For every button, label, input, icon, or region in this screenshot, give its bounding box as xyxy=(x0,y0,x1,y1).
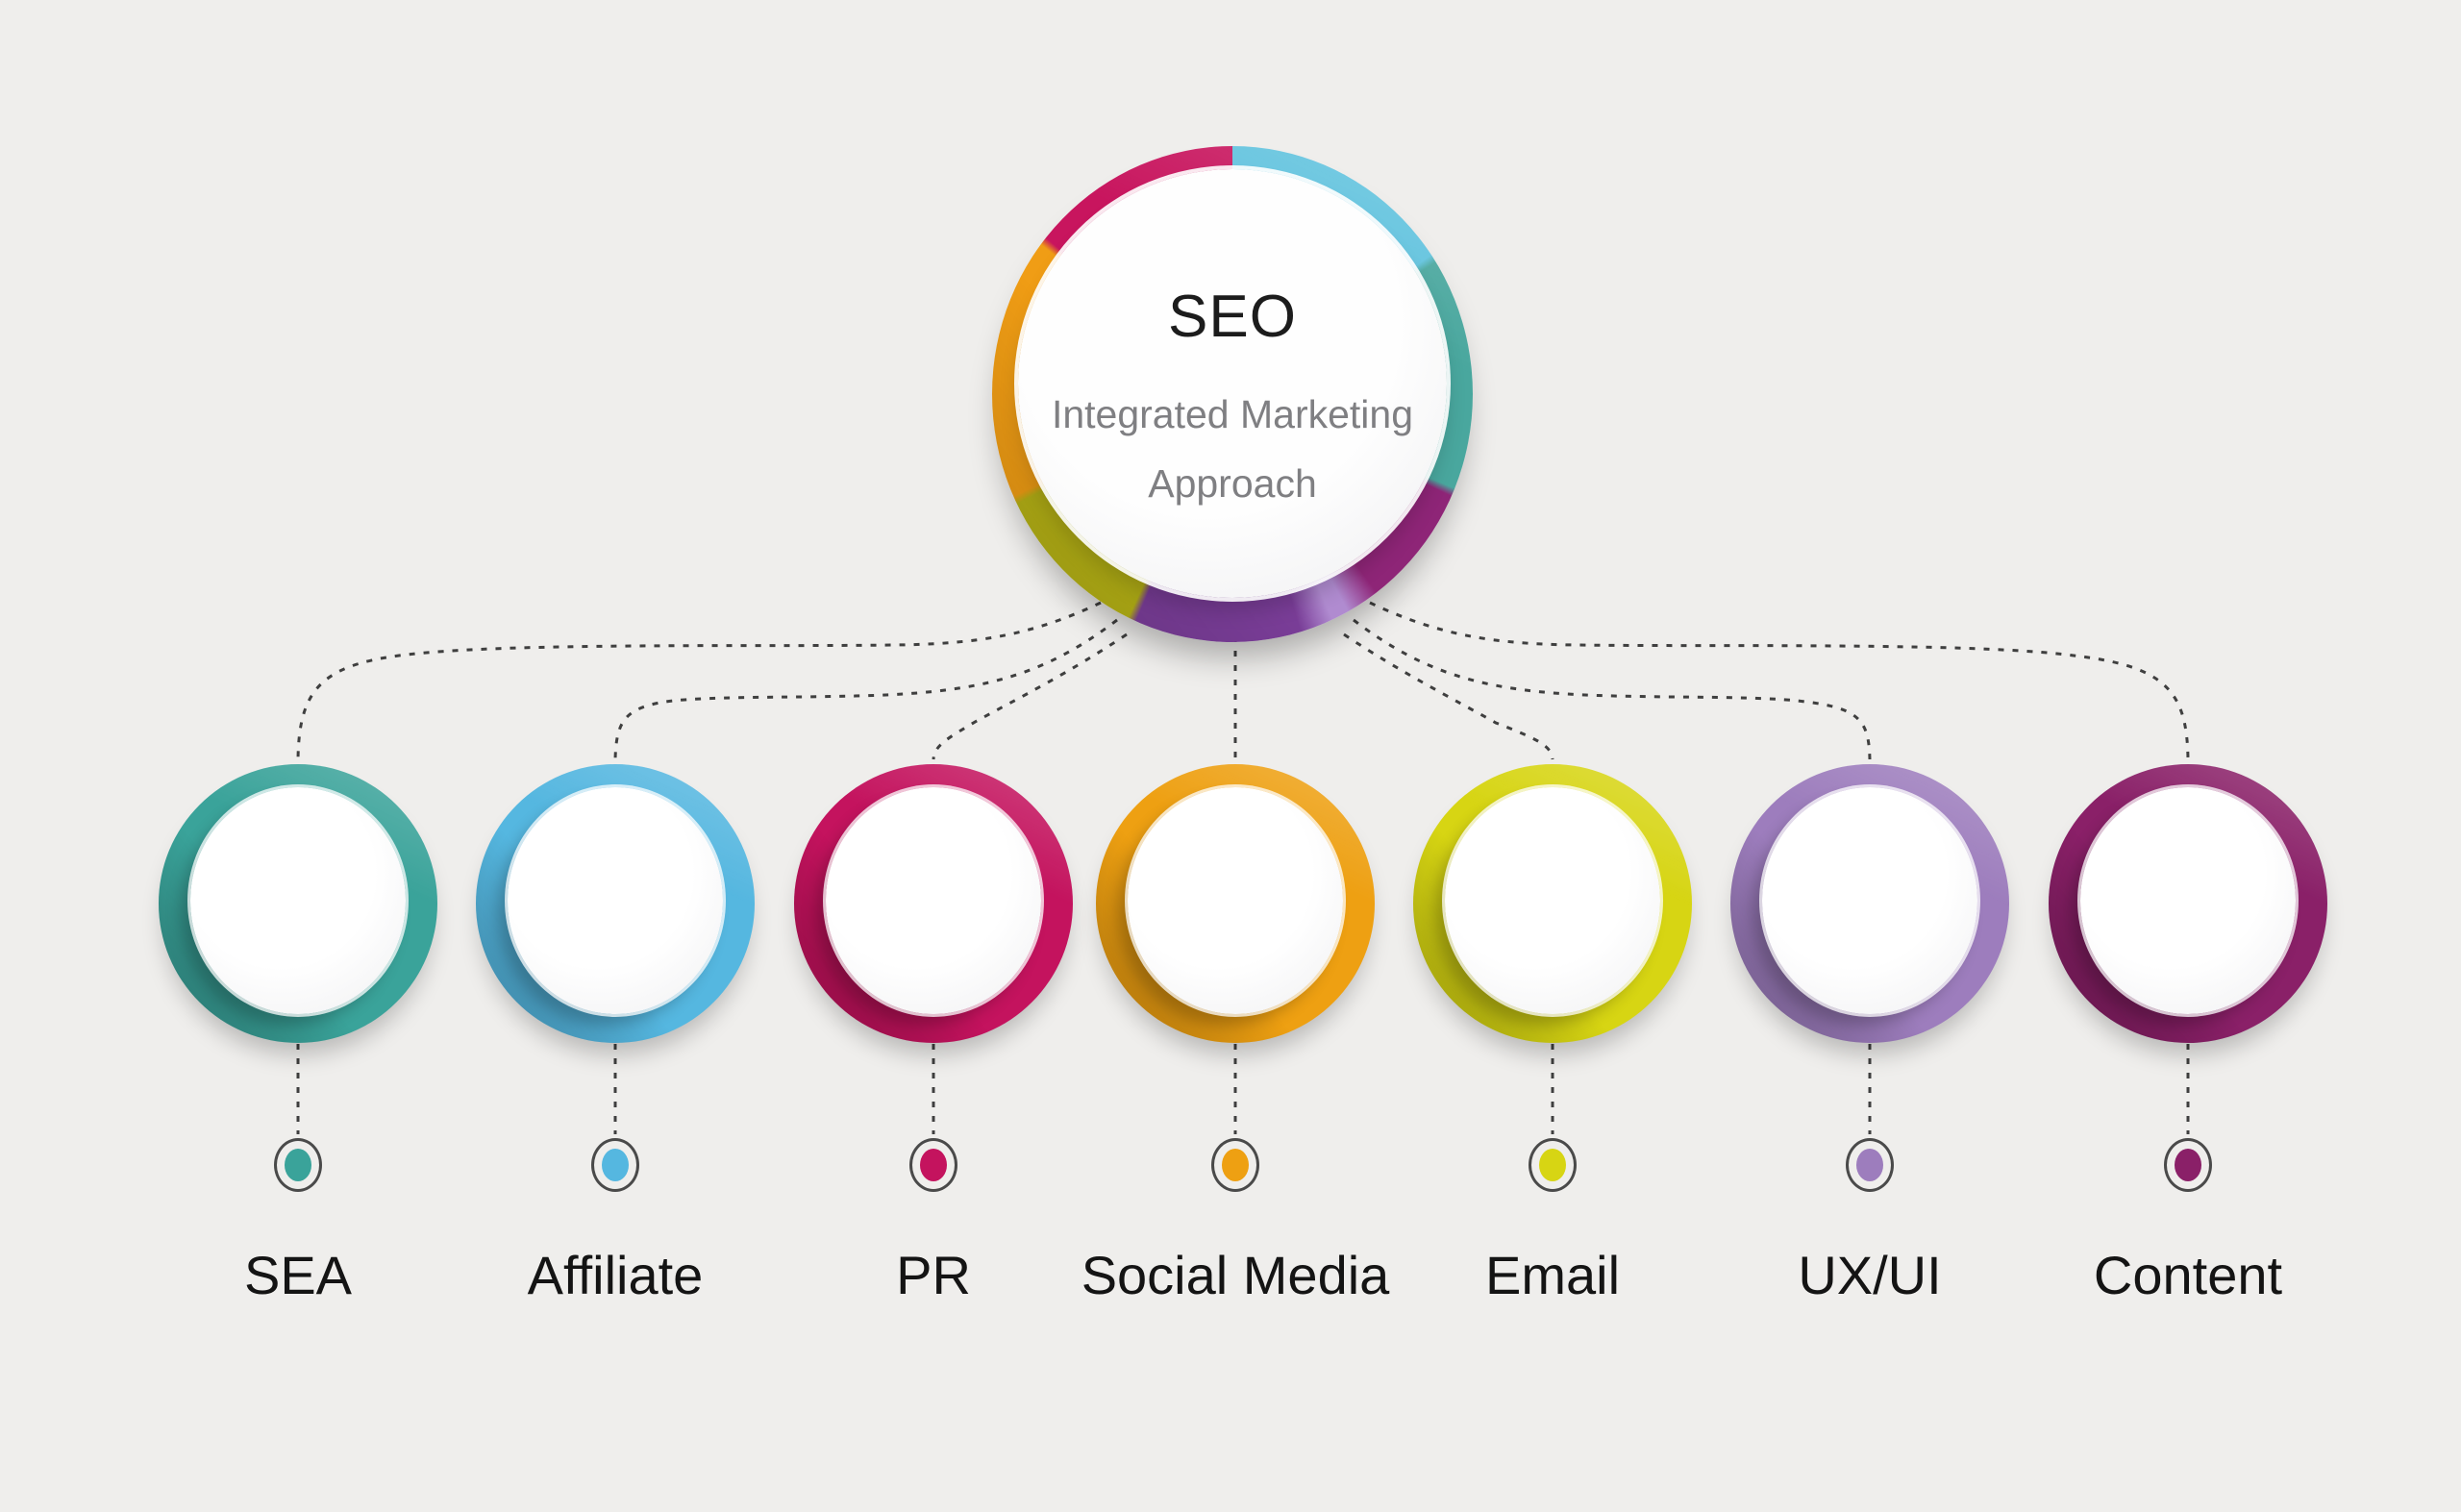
channel-inner-circle xyxy=(1762,787,1977,1014)
hub-node: SEO Integrated Marketing Approach xyxy=(992,146,1473,642)
channel-marker-dot-core xyxy=(602,1149,629,1181)
channel-node: Social Media xyxy=(1077,764,1394,1379)
channel-label: PR xyxy=(896,1245,971,1305)
channel-node: Content xyxy=(2029,764,2347,1379)
connector-curve xyxy=(613,618,1118,760)
channel-inner-circle xyxy=(508,787,723,1014)
hub-inner-circle: SEO Integrated Marketing Approach xyxy=(1018,169,1447,598)
channel-inner-circle xyxy=(2080,787,2296,1014)
channel-node: SEA xyxy=(139,764,457,1379)
channel-label: UX/UI xyxy=(1798,1245,1942,1305)
channel-node: UX/UI xyxy=(1711,764,2028,1379)
connector-curve xyxy=(296,601,1102,760)
channel-marker-dot-core xyxy=(920,1149,947,1181)
channel-marker-dot xyxy=(591,1138,639,1192)
channel-inner-circle xyxy=(826,787,1041,1014)
connector-curve xyxy=(1369,601,2190,760)
channel-marker-dot xyxy=(1211,1138,1259,1192)
channel-marker-dot xyxy=(2164,1138,2212,1192)
channel-marker-dot-core xyxy=(2175,1149,2201,1181)
connector-curve xyxy=(932,632,1128,760)
channel-node: Affiliate xyxy=(457,764,774,1379)
channel-marker-dot xyxy=(1529,1138,1577,1192)
channel-marker-dot-core xyxy=(1539,1149,1566,1181)
hub-subtitle-line-1: Integrated Marketing xyxy=(1051,391,1414,436)
hub-subtitle: Integrated Marketing Approach xyxy=(1052,380,1413,518)
hub-subtitle-line-2: Approach xyxy=(1148,460,1317,506)
channel-inner-circle xyxy=(1445,787,1660,1014)
channel-marker-dot-core xyxy=(1856,1149,1883,1181)
channel-label: Social Media xyxy=(1081,1245,1390,1305)
channel-marker-dot-core xyxy=(285,1149,311,1181)
channel-inner-circle xyxy=(190,787,406,1014)
channel-label: Content xyxy=(2093,1245,2283,1305)
channel-label: Email xyxy=(1484,1245,1621,1305)
channel-node: PR xyxy=(775,764,1092,1379)
channel-marker-dot xyxy=(1846,1138,1894,1192)
channel-label: Affiliate xyxy=(527,1245,704,1305)
channel-label: SEA xyxy=(243,1245,353,1305)
connector-curve xyxy=(1353,618,1872,760)
channel-marker-dot-core xyxy=(1222,1149,1249,1181)
hub-title: SEO xyxy=(1168,283,1297,350)
connector-curve xyxy=(1343,632,1554,760)
channel-marker-dot xyxy=(274,1138,322,1192)
channel-node: Email xyxy=(1394,764,1711,1379)
channel-marker-dot xyxy=(909,1138,957,1192)
channel-inner-circle xyxy=(1128,787,1343,1014)
